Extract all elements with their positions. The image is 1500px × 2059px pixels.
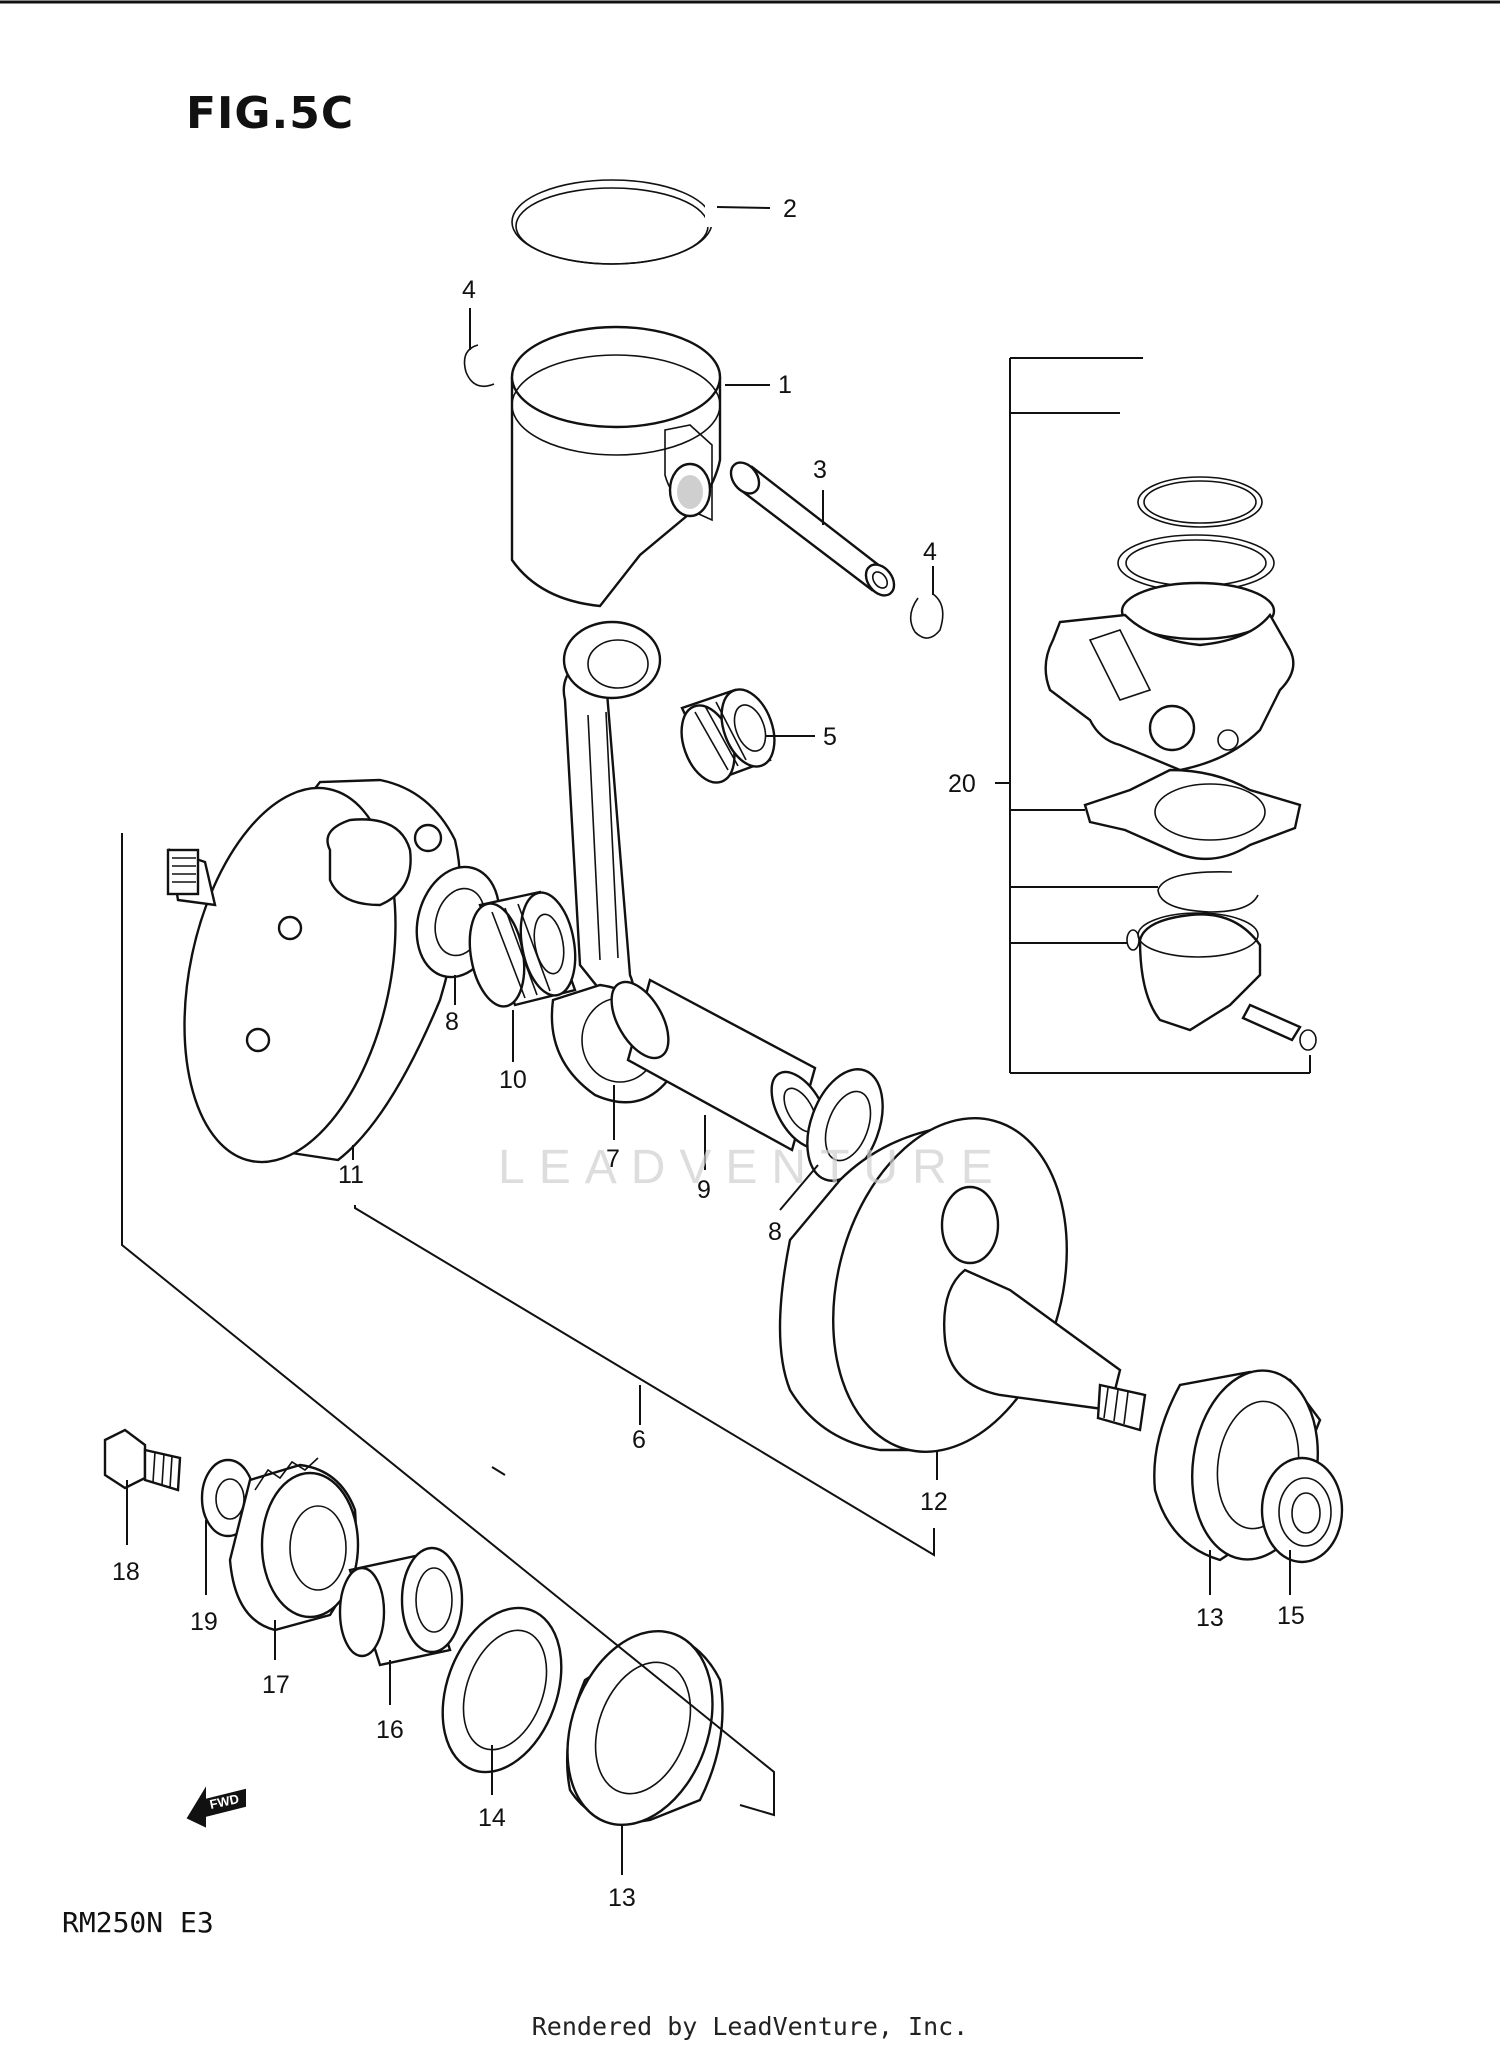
callout-14: 14 <box>478 1804 506 1832</box>
callout-4: 4 <box>462 276 476 304</box>
callout-15: 15 <box>1277 1602 1305 1630</box>
spacer-icon[interactable] <box>338 1546 464 1667</box>
needle-bearing-icon[interactable] <box>672 682 784 790</box>
piston-pin-icon[interactable] <box>725 457 900 601</box>
callout-3: 3 <box>813 456 827 484</box>
gasket-set-icon[interactable] <box>995 357 1317 1074</box>
callout-7: 7 <box>606 1145 620 1173</box>
callout-20: 20 <box>948 770 976 798</box>
callout-6: 6 <box>632 1426 646 1454</box>
callout-2: 2 <box>783 195 797 223</box>
piston-icon[interactable] <box>510 325 722 608</box>
callout-19: 19 <box>190 1608 218 1636</box>
watermark: LEADVENTURE <box>498 1141 1007 1194</box>
circlip-icon[interactable] <box>909 593 944 639</box>
callout-12: 12 <box>920 1488 948 1516</box>
big-end-bearing-icon[interactable] <box>462 888 582 1010</box>
footer-credit: Rendered by LeadVenture, Inc. <box>531 2012 969 2041</box>
callout-9: 9 <box>697 1176 711 1204</box>
crankshaft-assembly-bracket <box>121 833 935 1817</box>
oil-seal-icon[interactable] <box>421 1591 583 1788</box>
circlip-icon[interactable] <box>463 344 495 388</box>
callout-11: 11 <box>338 1161 364 1189</box>
primary-drive-gear-icon[interactable] <box>228 1457 360 1632</box>
callout-10: 10 <box>499 1066 527 1094</box>
callout-5: 5 <box>823 723 837 751</box>
oil-seal-icon[interactable] <box>1260 1456 1344 1564</box>
callout-4: 4 <box>923 538 937 566</box>
crankshaft-left-icon[interactable] <box>153 768 462 1181</box>
crank-pin-icon[interactable] <box>600 973 840 1158</box>
bolt-icon[interactable] <box>103 1428 182 1492</box>
callout-16: 16 <box>376 1716 404 1744</box>
callout-13: 13 <box>1196 1604 1224 1632</box>
callout-17: 17 <box>262 1671 290 1699</box>
ball-bearing-icon[interactable] <box>542 1611 738 1845</box>
fwd-label: FWD <box>208 1791 240 1812</box>
callout-18: 18 <box>112 1558 140 1586</box>
callout-8: 8 <box>445 1008 459 1036</box>
fwd-arrow-icon: FWD <box>186 1786 246 1828</box>
callout-1: 1 <box>778 371 792 399</box>
callout-13: 13 <box>608 1884 636 1912</box>
leader-lines <box>126 206 1291 1875</box>
figure-title: FIG.5C <box>186 88 355 139</box>
callout-8: 8 <box>768 1218 782 1246</box>
model-code: RM250N E3 <box>62 1906 214 1939</box>
piston-ring-icon[interactable] <box>511 179 717 265</box>
thrust-washer-icon[interactable] <box>793 1059 897 1191</box>
crankshaft-right-icon[interactable] <box>778 1092 1147 1478</box>
